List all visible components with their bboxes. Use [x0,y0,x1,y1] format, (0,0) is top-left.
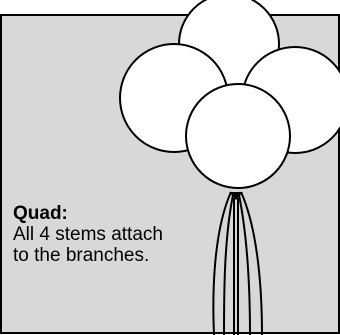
caption-body: All 4 stems attach to the branches. [13,224,173,266]
caption: Quad: All 4 stems attach to the branches… [13,203,193,266]
caption-title: Quad: [13,203,193,224]
balloon-front [186,84,290,188]
